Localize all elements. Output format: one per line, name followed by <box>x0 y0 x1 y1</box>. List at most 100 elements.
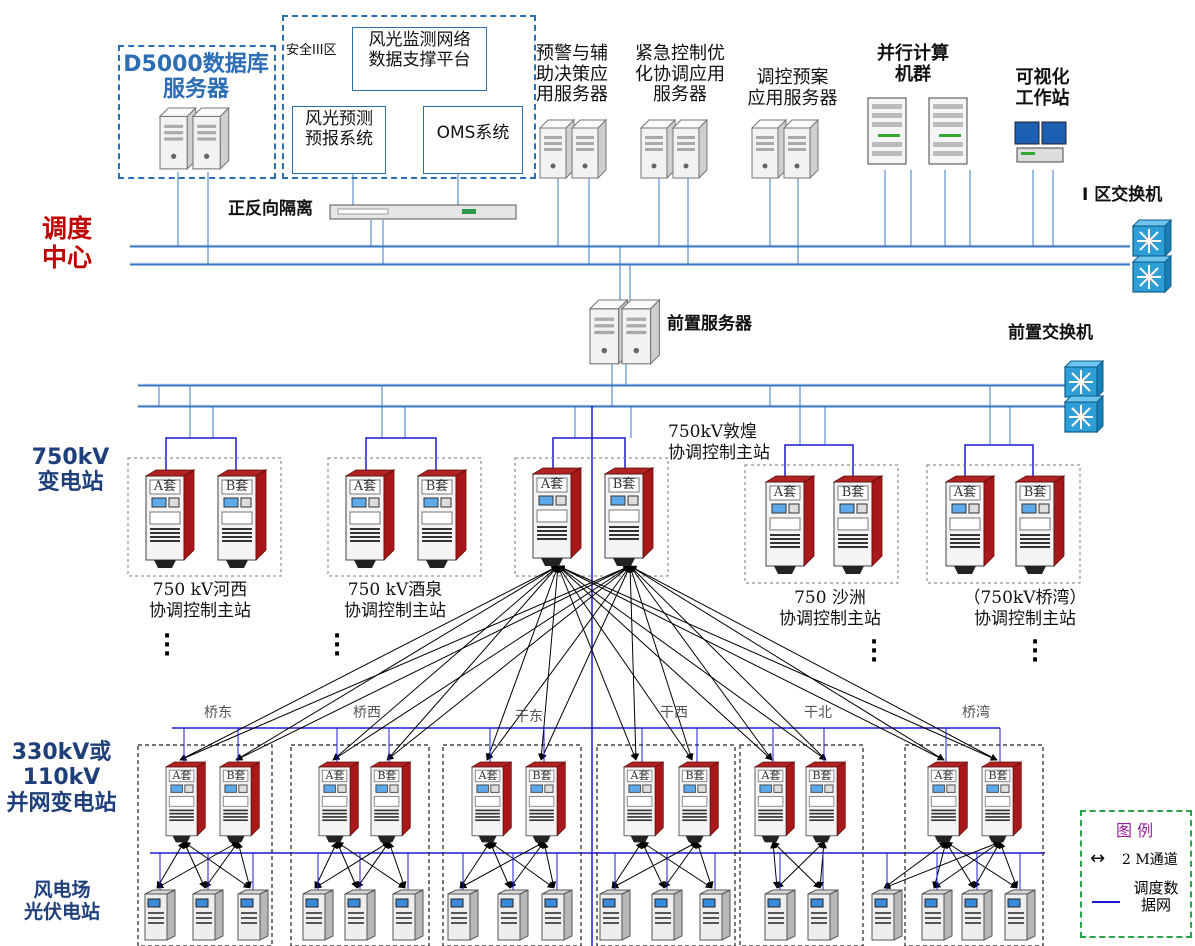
cabinet-b-label: B套 <box>226 769 245 782</box>
cabinet-b-label: B套 <box>1024 484 1047 500</box>
cabinet-b-label: B套 <box>685 769 704 782</box>
front-server-label: 前置服务器 <box>667 314 752 334</box>
master-station-label: 750 kV酒泉 协调控制主站 <box>344 580 446 622</box>
cabinet-a-label: A套 <box>153 478 176 494</box>
isolation-device-icon <box>329 204 517 220</box>
dispatch-center-label: 调度 中心 <box>41 214 92 272</box>
cabinet-b-label: B套 <box>842 484 865 500</box>
channel-arrow <box>998 841 1019 889</box>
channel-arrow <box>945 841 975 889</box>
cabinet-a-label: A套 <box>478 769 498 782</box>
legend-title: 图 例 <box>1116 821 1154 840</box>
monitor-platform-box <box>352 27 487 91</box>
master-frames <box>127 457 1081 584</box>
channel-arrow <box>626 565 640 761</box>
substation-name: 桥湾 <box>962 705 990 721</box>
channel-arrow <box>387 841 407 889</box>
server-icon <box>640 119 676 179</box>
2m-channel-arrows <box>156 565 1019 889</box>
blue-line-icon <box>1092 901 1120 903</box>
substation-links <box>159 728 1021 890</box>
ellipsis-dots: ··· <box>1030 630 1040 673</box>
workstation-icon <box>1014 121 1067 163</box>
master-station-label: 750 沙洲 协调控制主站 <box>779 588 881 630</box>
server-icon <box>571 119 607 179</box>
emergency-server-label: 紧急控制优 化协调应用 服务器 <box>635 43 725 106</box>
switch-icon <box>1132 255 1172 293</box>
legend-line-label: 调度数 据网 <box>1133 879 1179 915</box>
ellipsis-dots: ··· <box>332 624 342 667</box>
server-icon <box>751 119 787 179</box>
isolation-label: 正反向隔离 <box>228 199 313 219</box>
channel-arrow <box>776 841 825 889</box>
legend-arrow-label: 2 M通道 <box>1122 852 1178 868</box>
cabinet-a-label: A套 <box>630 769 650 782</box>
channel-arrow <box>695 841 714 889</box>
substation-name: 干西 <box>660 705 688 721</box>
plant-rtu-icon <box>921 889 953 941</box>
channel-arrow <box>156 841 239 889</box>
channel-arrow <box>459 841 491 889</box>
substation-name: 干北 <box>804 705 832 721</box>
channel-arrow <box>770 841 780 889</box>
channel-arrow <box>485 565 560 761</box>
master-station-label: 750 kV河西 协调控制主站 <box>149 580 251 622</box>
cabinet-b-label: B套 <box>613 476 636 492</box>
channel-arrow <box>611 841 643 889</box>
front-switch-label: 前置交换机 <box>1008 323 1093 343</box>
plant-rtu-icon <box>699 889 731 941</box>
ellipsis-dots: ··· <box>869 630 879 673</box>
switch-icon <box>1064 395 1104 433</box>
master-station-label: （750kV桥湾） 协调控制主站 <box>963 588 1087 630</box>
channel-arrow <box>663 841 698 889</box>
top-connectors <box>158 170 1054 445</box>
substation-name: 桥西 <box>353 705 381 721</box>
plant-rtu-icon <box>541 889 573 941</box>
legend-box <box>1080 810 1192 938</box>
substation-name: 桥东 <box>204 705 232 721</box>
monitor-platform-label: 风光监测网络 数据支撑平台 <box>368 30 471 70</box>
substation-frames <box>137 744 1044 946</box>
cabinet-a-label: A套 <box>540 476 563 492</box>
cabinet-a-label: A套 <box>325 769 345 782</box>
warning-server-label: 预警与辅 助决策应 用服务器 <box>536 43 608 106</box>
master-station-label: 750kV敦煌 协调控制主站 <box>668 422 770 464</box>
cabinet-a-label: A套 <box>353 478 376 494</box>
dispatch-data-network <box>150 406 1045 946</box>
channel-arrow <box>628 565 694 761</box>
zone3-label: 安全III区 <box>286 43 337 58</box>
cabinet-a-label: A套 <box>773 484 796 500</box>
d5000-frame <box>118 45 276 179</box>
channel-arrow <box>611 841 698 889</box>
server-icon <box>672 119 708 179</box>
plant-rtu-icon <box>302 889 334 941</box>
cabinet-b-label: B套 <box>988 769 1007 782</box>
server-icon <box>783 119 819 179</box>
plan-server-label: 调控预案 应用服务器 <box>747 67 838 109</box>
cabinet-b-label: B套 <box>812 769 831 782</box>
plants-section-label: 风电场 光伏电站 <box>23 879 100 923</box>
switch-icon <box>1132 219 1172 257</box>
750kv-section-label: 750kV 变电站 <box>31 445 110 496</box>
cabinet-a-label: A套 <box>761 769 781 782</box>
master-pair-brackets <box>165 437 1034 478</box>
cabinet-b-label: B套 <box>532 769 551 782</box>
plant-rtu-icon <box>599 889 631 941</box>
cabinet-b-label: B套 <box>377 769 396 782</box>
channel-arrow <box>973 841 1001 889</box>
rack-icon <box>928 97 968 165</box>
cabinet-a-label: A套 <box>953 484 976 500</box>
front-server-icon <box>621 299 660 365</box>
channel-arrow <box>204 841 239 889</box>
channel-arrow <box>541 841 557 889</box>
plant-rtu-icon <box>447 889 479 941</box>
server-icon <box>539 119 575 179</box>
cabinet-a-label: A套 <box>934 769 954 782</box>
front-bus <box>138 383 1065 408</box>
plant-rtu-icon <box>871 889 903 941</box>
forecast-label: 风光预测 预报系统 <box>305 109 373 149</box>
plant-rtu-icon <box>651 889 683 941</box>
plant-rtu-icon <box>344 889 376 941</box>
plant-rtu-icon <box>1004 889 1036 941</box>
